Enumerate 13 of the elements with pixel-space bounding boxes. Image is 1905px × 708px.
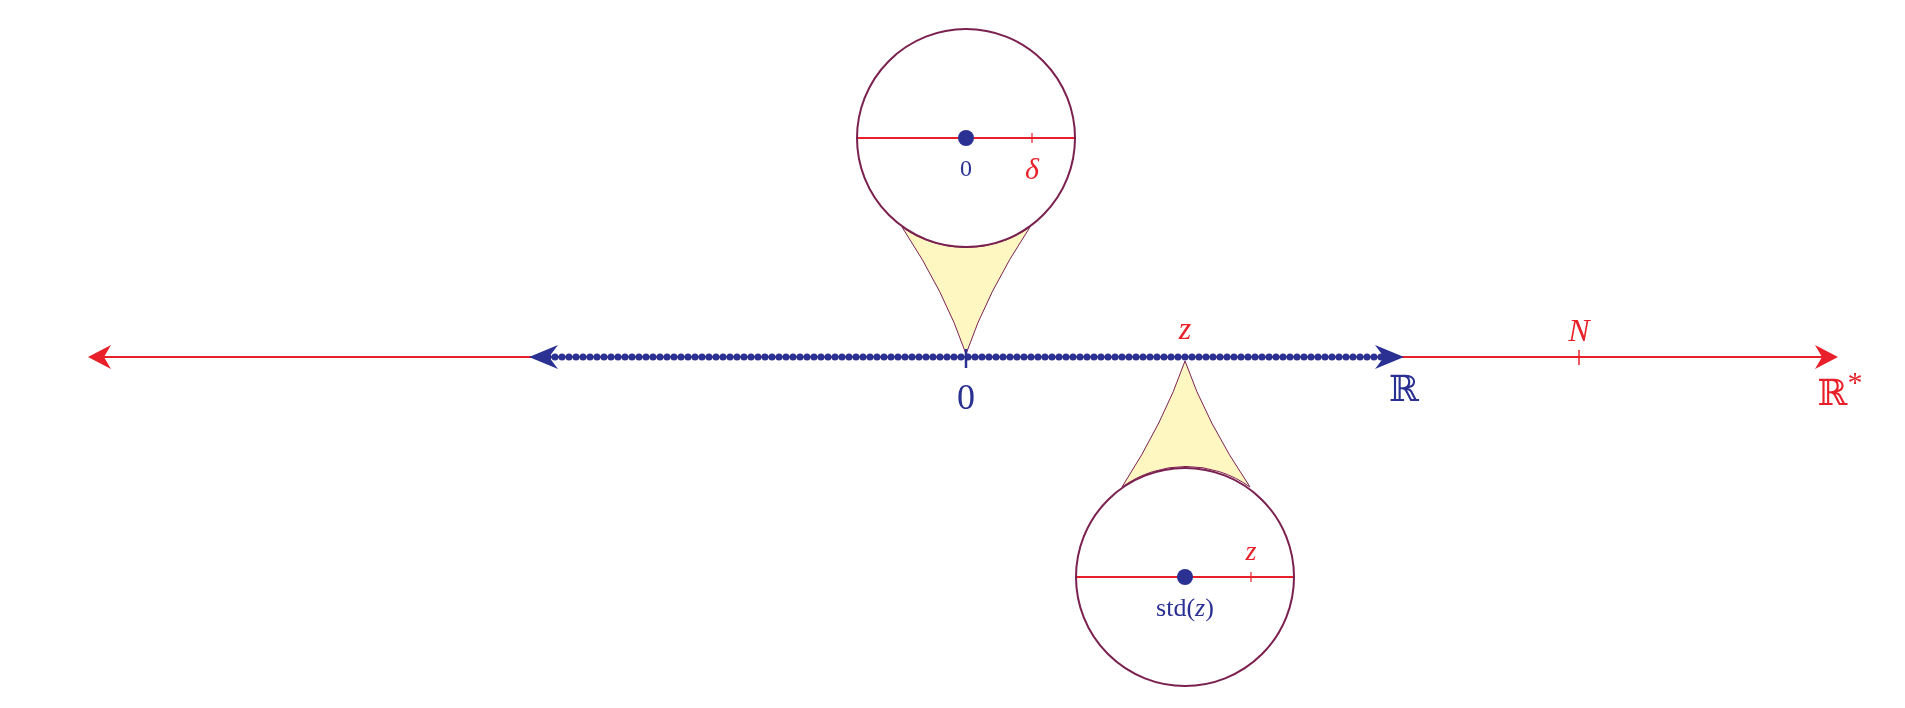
point-label: 0 <box>960 156 972 180</box>
zoom-funnel <box>901 226 1031 355</box>
set-label: ℝ <box>1389 371 1419 407</box>
set-label: ℝ$^{*}$ <box>1817 367 1863 411</box>
zoom-funnel <box>1121 360 1251 488</box>
point-label: z <box>1178 312 1192 344</box>
point-label: z <box>1245 537 1257 565</box>
point-label: std(z) <box>1156 595 1214 621</box>
point-label: δ <box>1025 154 1039 184</box>
point-label: N <box>1568 314 1590 346</box>
magnified-view-circle <box>856 28 1076 248</box>
magnified-view-circle <box>1075 467 1295 687</box>
tick-label: 0 <box>957 379 975 415</box>
